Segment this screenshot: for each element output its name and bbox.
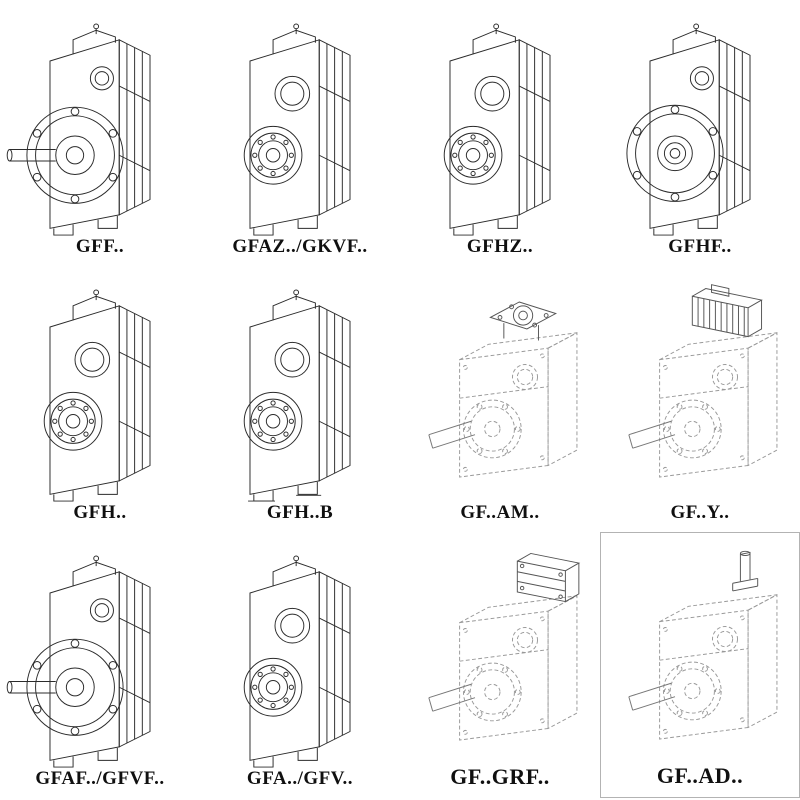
model-label: GF..GRF..: [450, 764, 550, 789]
double-bore-gearbox-icon: [243, 289, 351, 502]
model-label: GFH..: [73, 502, 127, 523]
model-label: GF..AM..: [460, 502, 540, 523]
double-bore-gearbox-icon: [243, 555, 351, 768]
model-label: GFH..B: [266, 502, 334, 523]
model-label: GFHF..: [668, 236, 732, 257]
dashed-gearbox-top-flange-icon: [428, 301, 578, 478]
dashed-gearbox-input-shaft-icon: [628, 550, 778, 740]
flange-gearbox-icon: [626, 23, 751, 236]
catalog-cell-gfh-b: GFH..B: [200, 266, 400, 532]
double-bore-gearbox-icon: [443, 23, 551, 236]
model-label: GFA../GFV..: [246, 768, 354, 789]
model-label: GF..AD..: [656, 763, 744, 788]
catalog-cell-gfaf-gfvf: GFAF../GFVF..: [0, 532, 200, 798]
model-label: GF..Y..: [670, 502, 730, 523]
flange-shaft-gearbox-icon: [6, 23, 151, 236]
model-label: GFHZ..: [466, 236, 534, 257]
catalog-cell-gff: GFF..: [0, 0, 200, 266]
flange-shaft-gearbox-icon: [6, 555, 151, 768]
model-label: GFF..: [75, 236, 125, 257]
dashed-gearbox-motor-icon: [628, 284, 778, 478]
model-label: GFAZ../GKVF..: [232, 236, 368, 257]
catalog-cell-gfh: GFH..: [0, 266, 200, 532]
catalog-cell-gf-am: GF..AM..: [400, 266, 600, 532]
dashed-gearbox-input-cover-icon: [428, 552, 580, 741]
catalog-cell-gfa-gfv: GFA../GFV..: [200, 532, 400, 798]
catalog-cell-gfaz-gkvf: GFAZ../GKVF..: [200, 0, 400, 266]
double-bore-gearbox-icon: [43, 289, 151, 502]
catalog-cell-gfhz: GFHZ..: [400, 0, 600, 266]
catalog-cell-gfhf: GFHF..: [600, 0, 800, 266]
model-label: GFAF../GFVF..: [35, 768, 165, 789]
double-bore-gearbox-icon: [243, 23, 351, 236]
catalog-cell-gf-y: GF..Y..: [600, 266, 800, 532]
catalog-cell-gf-grf: GF..GRF..: [400, 532, 600, 798]
catalog-cell-gf-ad: GF..AD..: [600, 532, 800, 798]
